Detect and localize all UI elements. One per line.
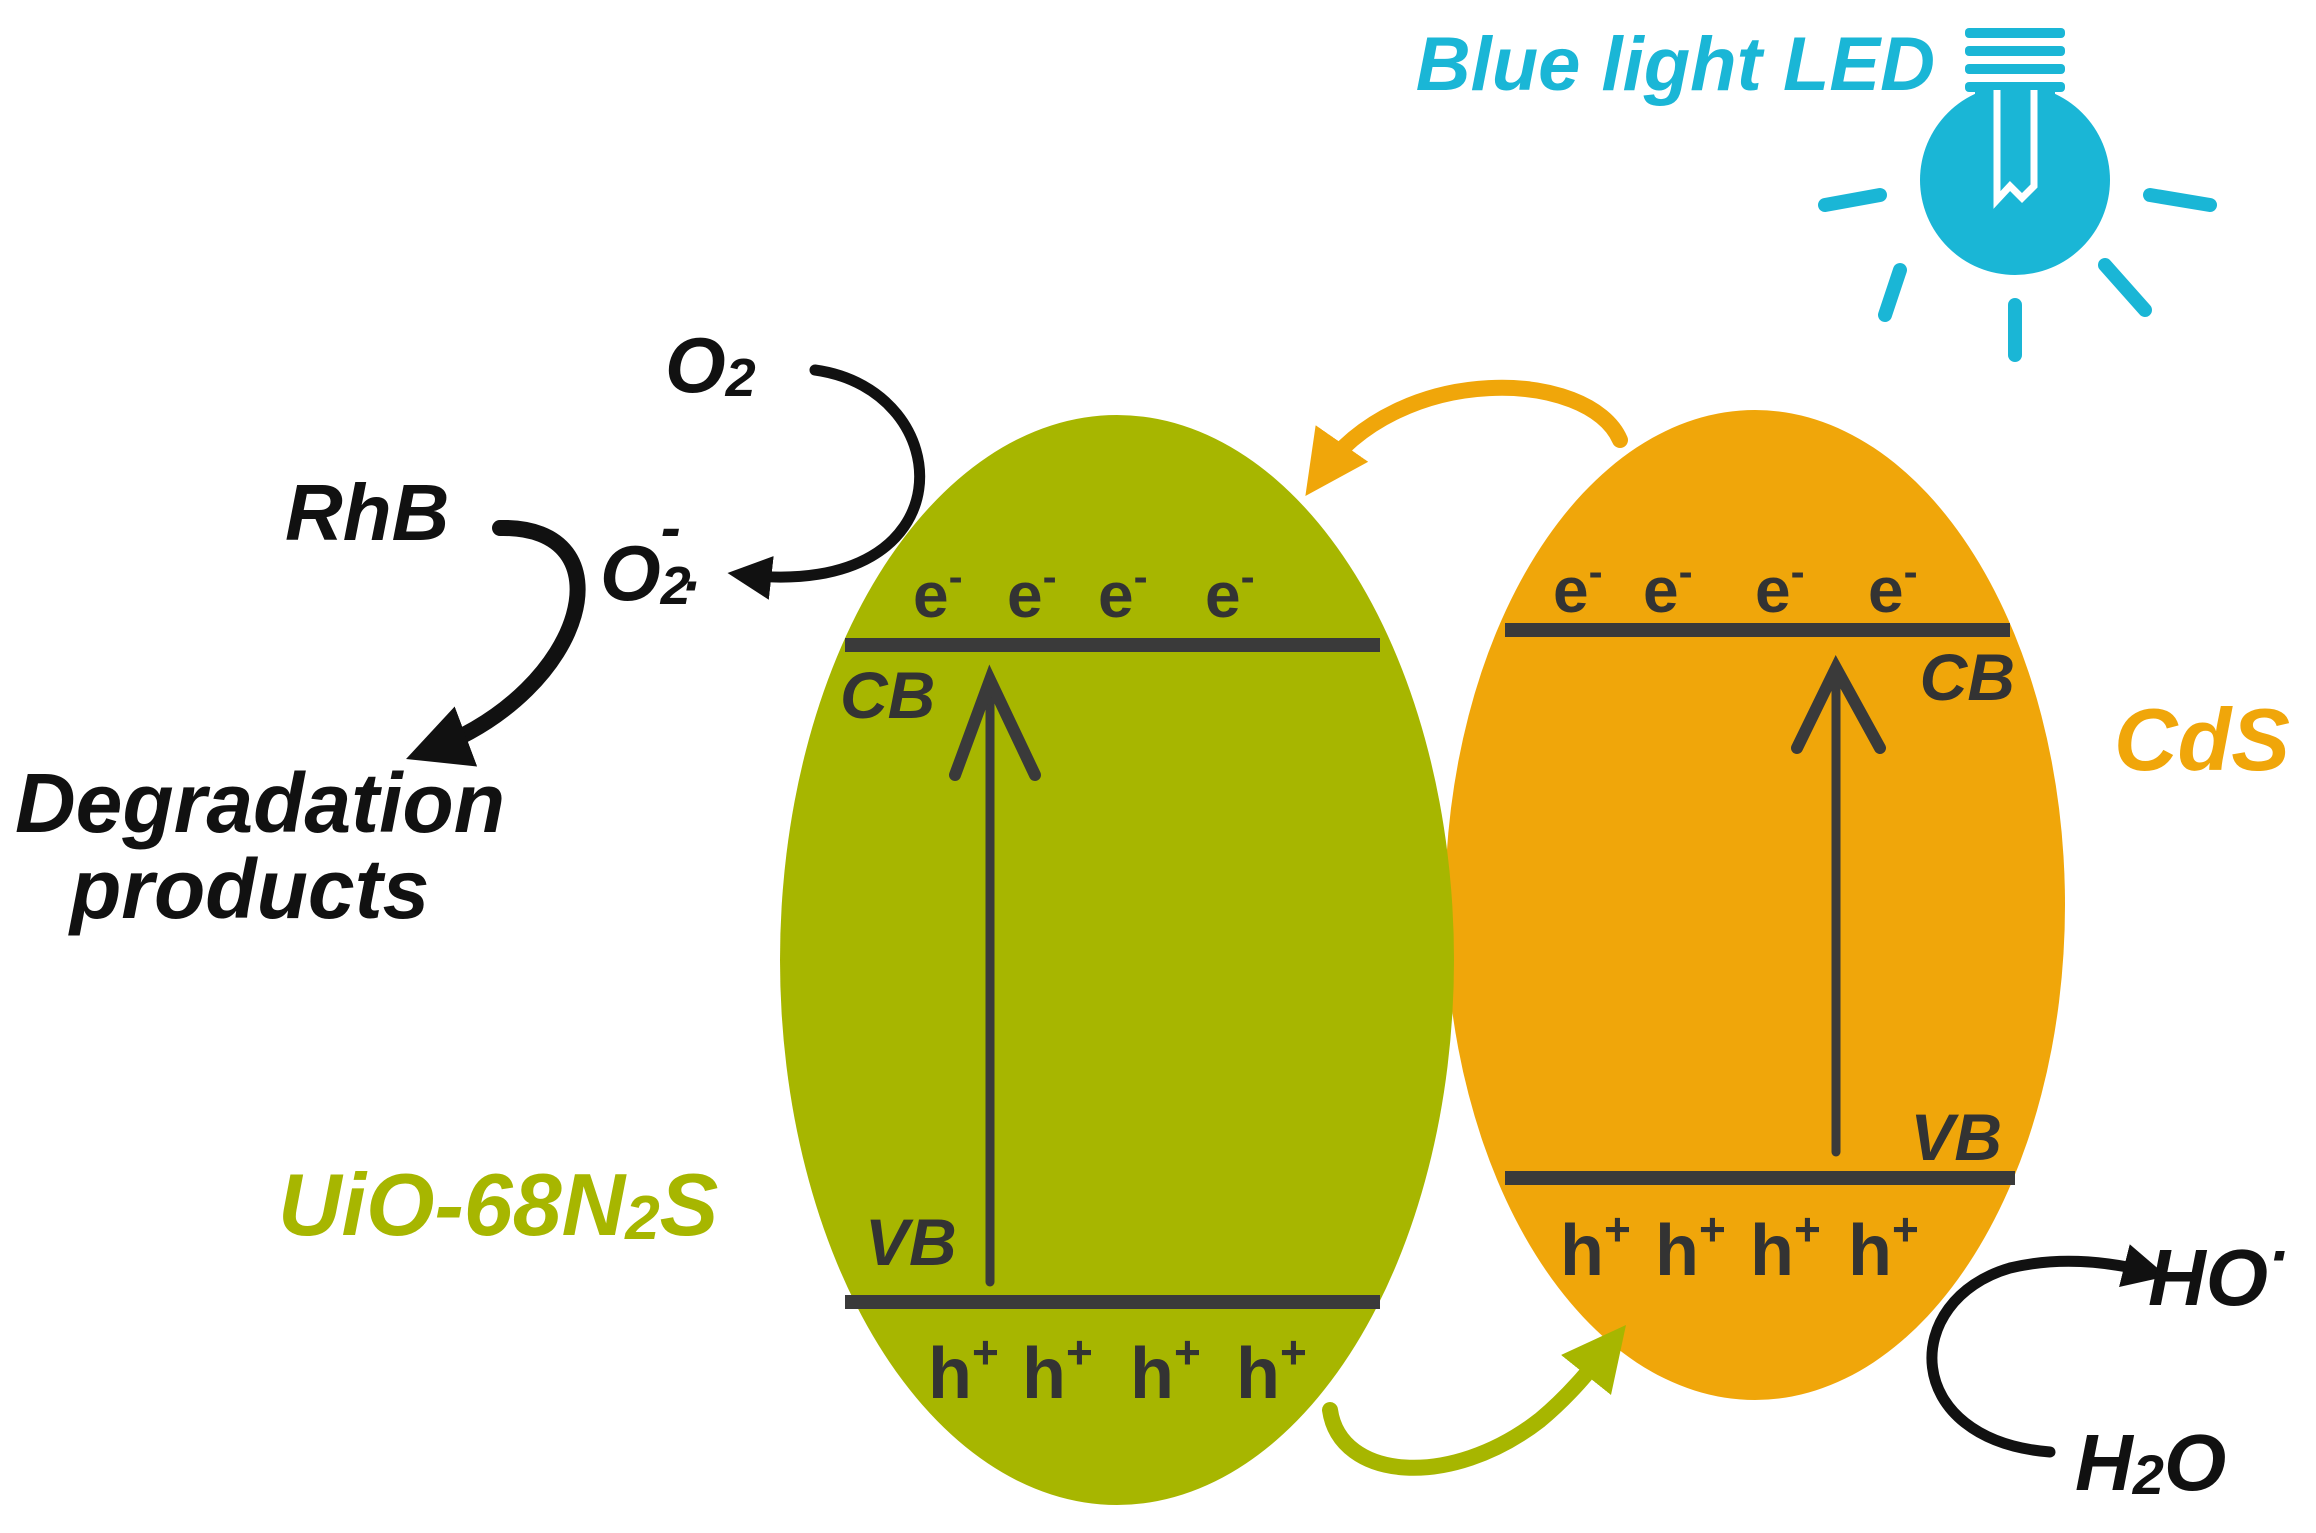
degradation-arrow [406,519,586,767]
cds-particle [1445,410,2065,1400]
uio-electron: e- [1007,553,1057,631]
uio-electron: e- [1205,553,1255,631]
cds-name-label: CdS [2114,690,2290,789]
uio-hole: h+ [1130,1326,1201,1414]
light-source-label: Blue light LED [1416,22,1935,107]
uio-cb-label: CB [840,658,935,732]
rhb-label: RhB [285,468,449,557]
water-label: H2O [2075,1418,2226,1507]
cds-electron: e- [1755,548,1805,626]
electron-transfer-arrow [1305,379,1628,496]
superoxide-label: O2-· [600,494,701,619]
hole-transfer-arrow [1322,1325,1626,1476]
cds-electron: e- [1553,548,1603,626]
uio-hole: h+ [1022,1326,1093,1414]
cds-hole: h+ [1848,1203,1919,1291]
cds-vb-label: VB [1910,1100,2002,1174]
uio-excitation-arrow [949,664,1041,1287]
uio-hole: h+ [1236,1326,1307,1414]
cds-cb-label: CB [1920,640,2015,714]
cds-electron: e- [1643,548,1693,626]
cds-excitation-arrow [1791,654,1886,1157]
cds-hole: h+ [1750,1203,1821,1291]
uio-vb-label: VB [865,1205,957,1279]
uio-hole: h+ [928,1326,999,1414]
oxygen-reduction-arrow [727,364,925,600]
uio-name-label: UiO-68N2S [278,1155,718,1254]
hydroxyl-radical-label: HO· [2148,1219,2289,1322]
uio-particle [780,415,1454,1505]
uio-electron: e- [1098,553,1148,631]
oxygen-label: O2 [665,321,756,409]
light-bulb-icon [1818,28,2217,362]
degradation-products-line1: Degradation [15,756,505,850]
cds-electron: e- [1868,548,1918,626]
cds-hole: h+ [1655,1203,1726,1291]
water-oxidation-arrow [1926,1244,2168,1458]
uio-electron: e- [913,553,963,631]
cds-hole: h+ [1560,1203,1631,1291]
degradation-products-line2: products [68,842,429,936]
